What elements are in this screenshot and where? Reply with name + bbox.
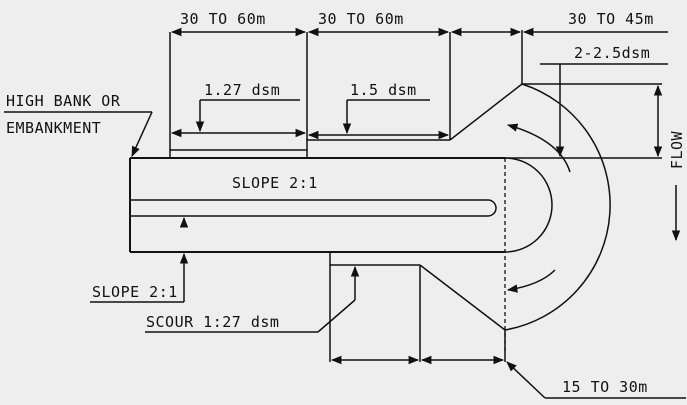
label-dim-127: 1.27 dsm (204, 81, 280, 99)
label-scour: SCOUR 1:27 dsm (146, 313, 279, 331)
label-high-bank-1: HIGH BANK OR (6, 92, 121, 110)
label-dim-right-top: 2-2.5dsm (574, 44, 650, 62)
top-dimensions (169, 27, 668, 150)
high-bank-leader (4, 111, 153, 157)
head-radius-arrows (506, 123, 571, 293)
scour-leader (145, 265, 360, 333)
label-dim-top-1: 30 TO 60m (180, 10, 266, 28)
label-dim-top-2: 30 TO 60m (318, 10, 404, 28)
lower-scour-apron (329, 252, 506, 362)
label-high-bank-2: EMBANKMENT (6, 119, 101, 137)
bottom-dimensions (330, 355, 686, 399)
label-flow: FLOW (668, 130, 686, 169)
label-dim-bottom: 15 TO 30m (562, 378, 648, 396)
guide-bank-body (129, 157, 505, 253)
label-slope-left: SLOPE 2:1 (92, 283, 178, 301)
slope-left-leader (90, 216, 189, 303)
dim-2-2-5dsm (505, 63, 668, 159)
label-slope-main: SLOPE 2:1 (232, 174, 318, 192)
label-dim-top-3: 30 TO 45m (568, 10, 654, 28)
label-dim-15: 1.5 dsm (350, 81, 417, 99)
step-leaders (170, 99, 450, 140)
curved-head (504, 83, 611, 352)
